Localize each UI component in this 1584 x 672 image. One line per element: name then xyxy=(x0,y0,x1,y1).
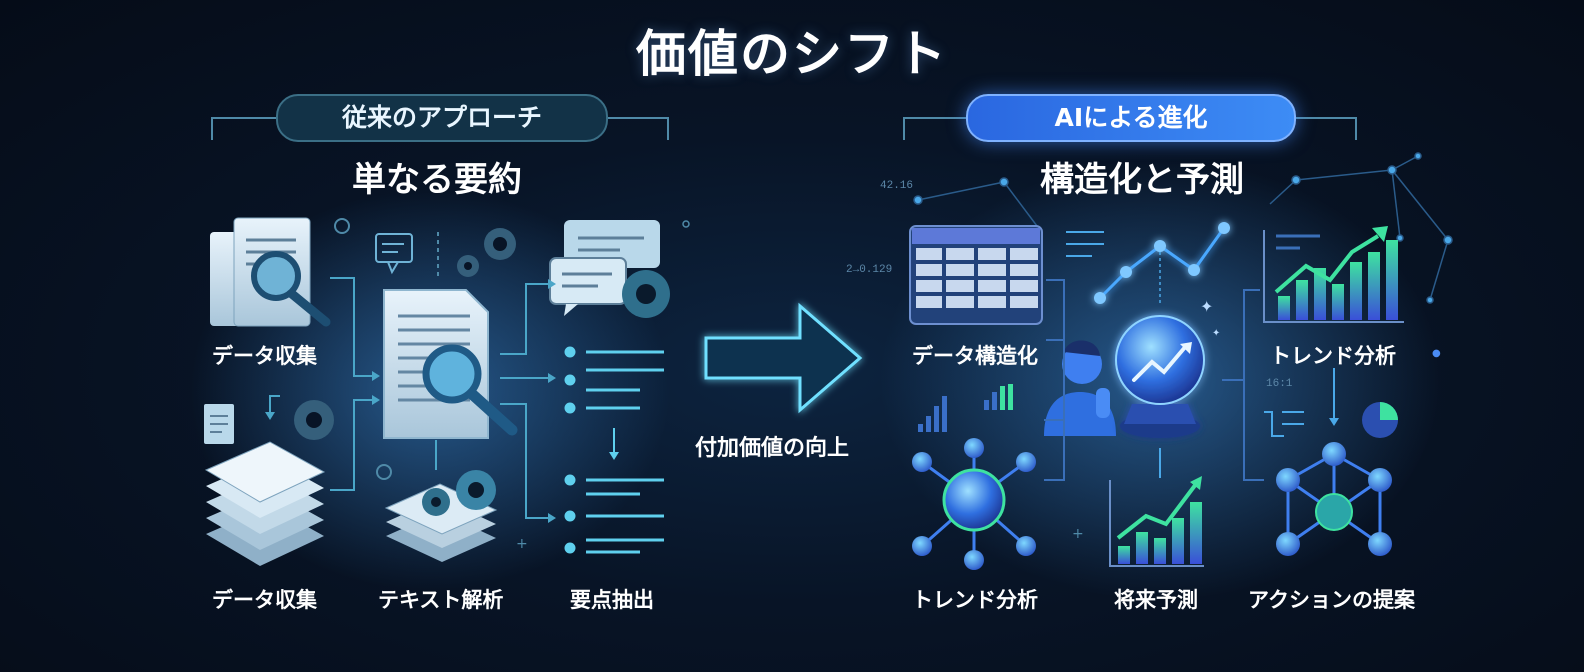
label-text-analysis: テキスト解析 xyxy=(378,588,504,612)
small-document-icon xyxy=(204,404,234,444)
growth-bar-chart-icon xyxy=(1263,226,1404,323)
crystal-ball-icon xyxy=(1115,315,1205,438)
action-network-icon xyxy=(1276,442,1392,556)
label-trend-analysis-top: トレンド分析 xyxy=(1270,344,1396,368)
right-bracket-r xyxy=(1292,117,1357,140)
flow-mini-icon xyxy=(1264,411,1304,437)
pie-chart-icon xyxy=(1362,402,1398,438)
network-node-icon xyxy=(912,438,1036,570)
chat-gear-icon xyxy=(549,220,670,318)
svg-text:+: + xyxy=(1072,526,1084,542)
network-decor xyxy=(913,152,1453,304)
label-forecast: 将来予測 xyxy=(1114,588,1198,612)
traditional-approach-badge: 従来のアプローチ xyxy=(276,94,608,142)
svg-text:+: + xyxy=(516,536,528,552)
data-table-icon xyxy=(909,225,1043,325)
paper-stack-icon xyxy=(204,441,326,566)
label-data-collection-bottom: データ収集 xyxy=(212,588,317,612)
label-key-points: 要点抽出 xyxy=(570,588,654,612)
decor-number-3: 16:1 xyxy=(1266,378,1293,390)
label-data-structuring: データ構造化 xyxy=(912,344,1038,368)
forecast-chart-icon xyxy=(1109,476,1204,567)
gear-icon xyxy=(294,400,334,440)
right-bracket-l xyxy=(903,117,966,140)
text-analysis-document-icon xyxy=(383,289,518,439)
decor-number-2: 2→0.129 xyxy=(846,264,892,276)
mini-list-icon xyxy=(1066,231,1104,257)
left-arrowheads xyxy=(265,279,556,523)
svg-text:✦: ✦ xyxy=(1212,328,1220,339)
document-search-icon xyxy=(210,217,331,327)
right-subtitle: 構造化と予測 xyxy=(1040,160,1244,200)
page-title: 価値のシフト xyxy=(636,25,948,83)
chat-small-icon xyxy=(375,233,413,275)
key-points-list-bottom xyxy=(564,474,664,554)
left-bracket-r xyxy=(604,117,669,140)
left-connectors xyxy=(269,277,548,519)
key-points-list-top xyxy=(564,346,664,414)
person-thinking-icon xyxy=(1044,340,1116,436)
gear-small-icon xyxy=(457,228,516,277)
mini-bars-icon xyxy=(918,384,1013,432)
label-value-added: 付加価値の向上 xyxy=(695,436,850,461)
left-bracket-l xyxy=(211,117,276,140)
loop-icon xyxy=(334,218,350,234)
label-trend-analysis-bottom: トレンド分析 xyxy=(912,588,1038,612)
decor-number-1: 42.16 xyxy=(880,180,913,192)
sparkle-icon: ✦ xyxy=(1200,297,1213,316)
document-gears-icon xyxy=(384,470,498,562)
right-connectors xyxy=(1044,279,1264,481)
svg-text:●: ● xyxy=(1432,348,1441,359)
line-chart-icon xyxy=(1094,222,1230,304)
left-subtitle: 単なる要約 xyxy=(352,160,522,200)
value-arrow xyxy=(704,302,863,414)
ai-evolution-badge: AIによる進化 xyxy=(966,94,1296,142)
label-data-collection-top: データ収集 xyxy=(212,344,317,368)
label-action-proposal: アクションの提案 xyxy=(1248,588,1415,612)
